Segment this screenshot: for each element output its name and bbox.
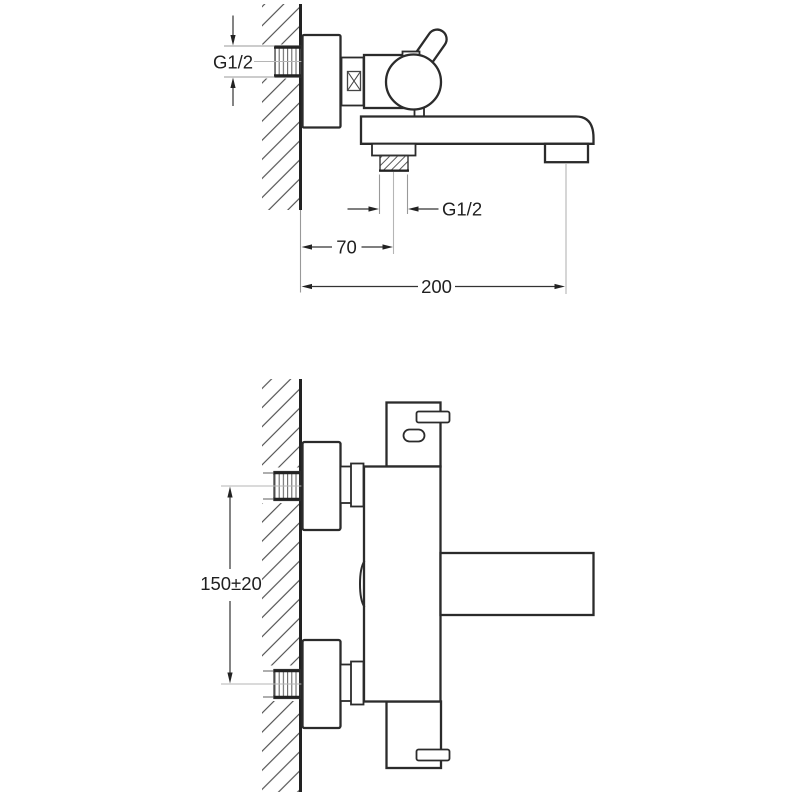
upper-connector <box>339 462 365 508</box>
side-view: G1/2 G1/2 70 200 <box>213 4 595 297</box>
wall-hatch-front <box>262 379 300 792</box>
handle-pill-detail <box>415 410 451 424</box>
dim-inlet-thread: G1/2 <box>213 15 275 106</box>
mixer-body-front <box>362 465 442 703</box>
wall-connector <box>340 56 365 107</box>
front-view: 150±20 <box>200 379 595 792</box>
outlet-front <box>385 700 443 770</box>
cross-marker-icon <box>346 70 362 92</box>
wall-hatch <box>262 4 300 210</box>
outlet-thread <box>379 154 409 172</box>
dim-outlet-offset: 70 <box>301 172 395 258</box>
spout-front <box>439 551 595 617</box>
spout-reach-label: 200 <box>421 276 452 297</box>
outlet-offset-label: 70 <box>336 237 357 258</box>
dim-outlet-thread: G1/2 <box>347 174 482 220</box>
handle-oval-detail <box>402 428 426 443</box>
upper-eccentric-block <box>301 440 342 532</box>
spout <box>359 115 595 145</box>
lower-connector <box>339 660 365 706</box>
handle-knob <box>384 53 443 111</box>
inlet-thread-label: G1/2 <box>213 52 253 73</box>
outlet-thread-label: G1/2 <box>442 199 482 220</box>
body-side-bump <box>359 560 366 608</box>
lower-eccentric-block <box>301 638 342 730</box>
outlet-flange <box>371 142 417 157</box>
dim-inlet-spacing: 150±20 <box>200 486 262 684</box>
mounting-plate <box>301 33 342 129</box>
wall-front <box>261 379 302 792</box>
inlet-spacing-label: 150±20 <box>200 573 262 594</box>
aerator <box>543 142 590 164</box>
dim-spout-reach: 200 <box>301 164 567 297</box>
outlet-pill-detail <box>415 748 451 762</box>
